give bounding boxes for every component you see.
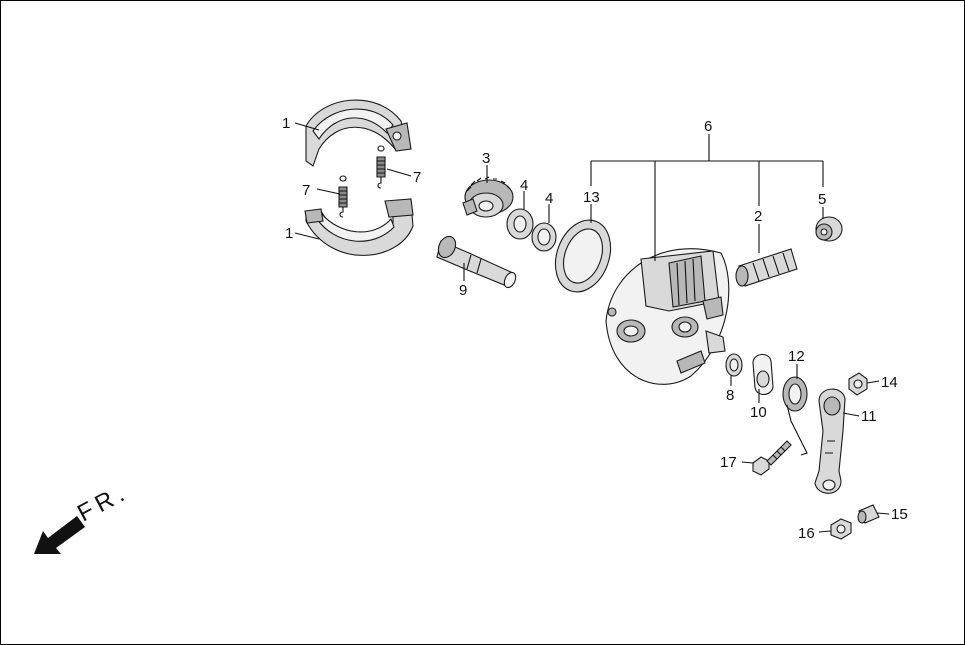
bearing [815,216,843,242]
nut-16 [830,518,852,540]
washer-small [725,353,743,377]
brake-cam-shaft [436,235,517,289]
callout-5: 5 [818,191,826,208]
callout-9: 9 [459,282,467,299]
spring-lower [338,175,348,218]
oil-seal [554,219,612,293]
brake-panel [605,248,730,385]
pin-15 [857,504,880,524]
callout-17: 17 [720,454,737,471]
callout-14: 14 [881,374,898,391]
front-direction-indicator: FR. [34,478,133,554]
callout-6: 6 [704,118,712,135]
callout-1-upper: 1 [282,115,290,132]
front-arrow-icon [34,516,85,554]
washer-a [506,208,534,240]
washer-b [531,222,557,252]
callout-10: 10 [750,404,767,421]
bolt-17 [752,440,792,476]
callout-11: 11 [861,408,877,425]
nut-14 [848,372,868,396]
leader-lines [294,122,890,533]
wear-indicator-plate [752,353,774,396]
drive-gear [462,176,514,218]
return-spring [782,376,808,456]
callout-2: 2 [754,208,762,225]
callout-labels: 1 1 2 3 4 4 5 6 7 7 8 9 10 11 12 13 14 1… [282,115,908,542]
brake-arm [814,388,846,494]
callout-12: 12 [788,348,805,365]
brake-shoe-lower [304,198,414,256]
callout-1-lower: 1 [285,225,293,242]
callout-4-b: 4 [545,190,553,207]
front-direction-label: FR. [73,478,133,527]
pinion-shaft [735,248,798,287]
brake-shoe-upper [305,99,412,167]
spring-upper [376,145,386,189]
callout-15: 15 [891,506,908,523]
callout-7-lower: 7 [302,182,310,199]
callout-13: 13 [583,189,600,206]
callout-7-upper: 7 [413,169,421,186]
callout-16: 16 [798,525,815,542]
callout-3: 3 [482,150,490,167]
callout-4-a: 4 [520,177,528,194]
callout-8: 8 [726,387,734,404]
